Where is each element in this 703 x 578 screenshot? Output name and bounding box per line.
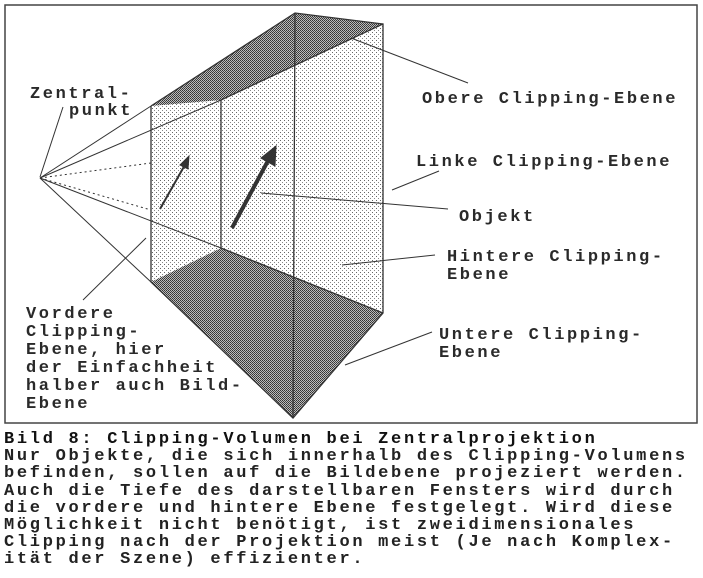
top-clipping-plane	[151, 13, 383, 106]
caption-line: die vordere und hintere Ebene festgelegt…	[4, 498, 675, 518]
caption-line: Clipping nach der Projektion meist (Je n…	[4, 533, 675, 553]
caption-line: befinden, sollen auf die Bildebene proje…	[4, 464, 688, 484]
back-clipping-plane	[221, 24, 383, 313]
label-leaders	[39, 37, 469, 366]
label-vordere-3: Ebene, hier	[26, 341, 167, 360]
caption-line: Möglichkeit nicht benötigt, ist zweidime…	[4, 516, 637, 536]
label-untere-clipping-ebene-2: Ebene	[439, 344, 503, 363]
figure-caption: Bild 8: Clipping-Volumen bei Zentralproj…	[4, 431, 703, 569]
label-vordere-1: Vordere	[26, 305, 116, 324]
figure-frame	[4, 4, 698, 424]
object-arrows	[159, 144, 277, 229]
label-zentralpunkt-2: punkt	[69, 102, 133, 121]
label-linke-clipping-ebene: Linke Clipping-Ebene	[416, 153, 672, 172]
projection-rays	[39, 99, 222, 283]
label-vordere-5: halber auch Bild-	[26, 377, 244, 396]
label-obere-clipping-ebene: Obere Clipping-Ebene	[422, 90, 678, 109]
clipping-volume-diagram: Zentral- punkt Obere Clipping-Ebene Link…	[4, 4, 698, 424]
bottom-clipping-plane	[151, 248, 383, 418]
caption-line: Auch die Tiefe des darstellbaren Fenster…	[4, 481, 675, 501]
label-untere-clipping-ebene-1: Untere Clipping-	[439, 326, 644, 345]
label-zentralpunkt-1: Zentral-	[30, 85, 132, 104]
label-objekt: Objekt	[459, 208, 536, 227]
label-hintere-clipping-ebene-1: Hintere Clipping-	[447, 248, 665, 267]
caption-title: Bild 8: Clipping-Volumen bei Zentralproj…	[4, 430, 598, 449]
caption-line: ität der Szene) effizienter.	[4, 550, 366, 570]
label-vordere-4: der Einfachheit	[26, 359, 218, 378]
front-clipping-plane	[151, 100, 221, 282]
caption-line: Nur Objekte, die sich innerhalb des Clip…	[4, 447, 688, 467]
label-vordere-2: Clipping-	[26, 323, 141, 342]
label-vordere-6: Ebene	[26, 395, 90, 414]
label-hintere-clipping-ebene-2: Ebene	[447, 266, 511, 285]
